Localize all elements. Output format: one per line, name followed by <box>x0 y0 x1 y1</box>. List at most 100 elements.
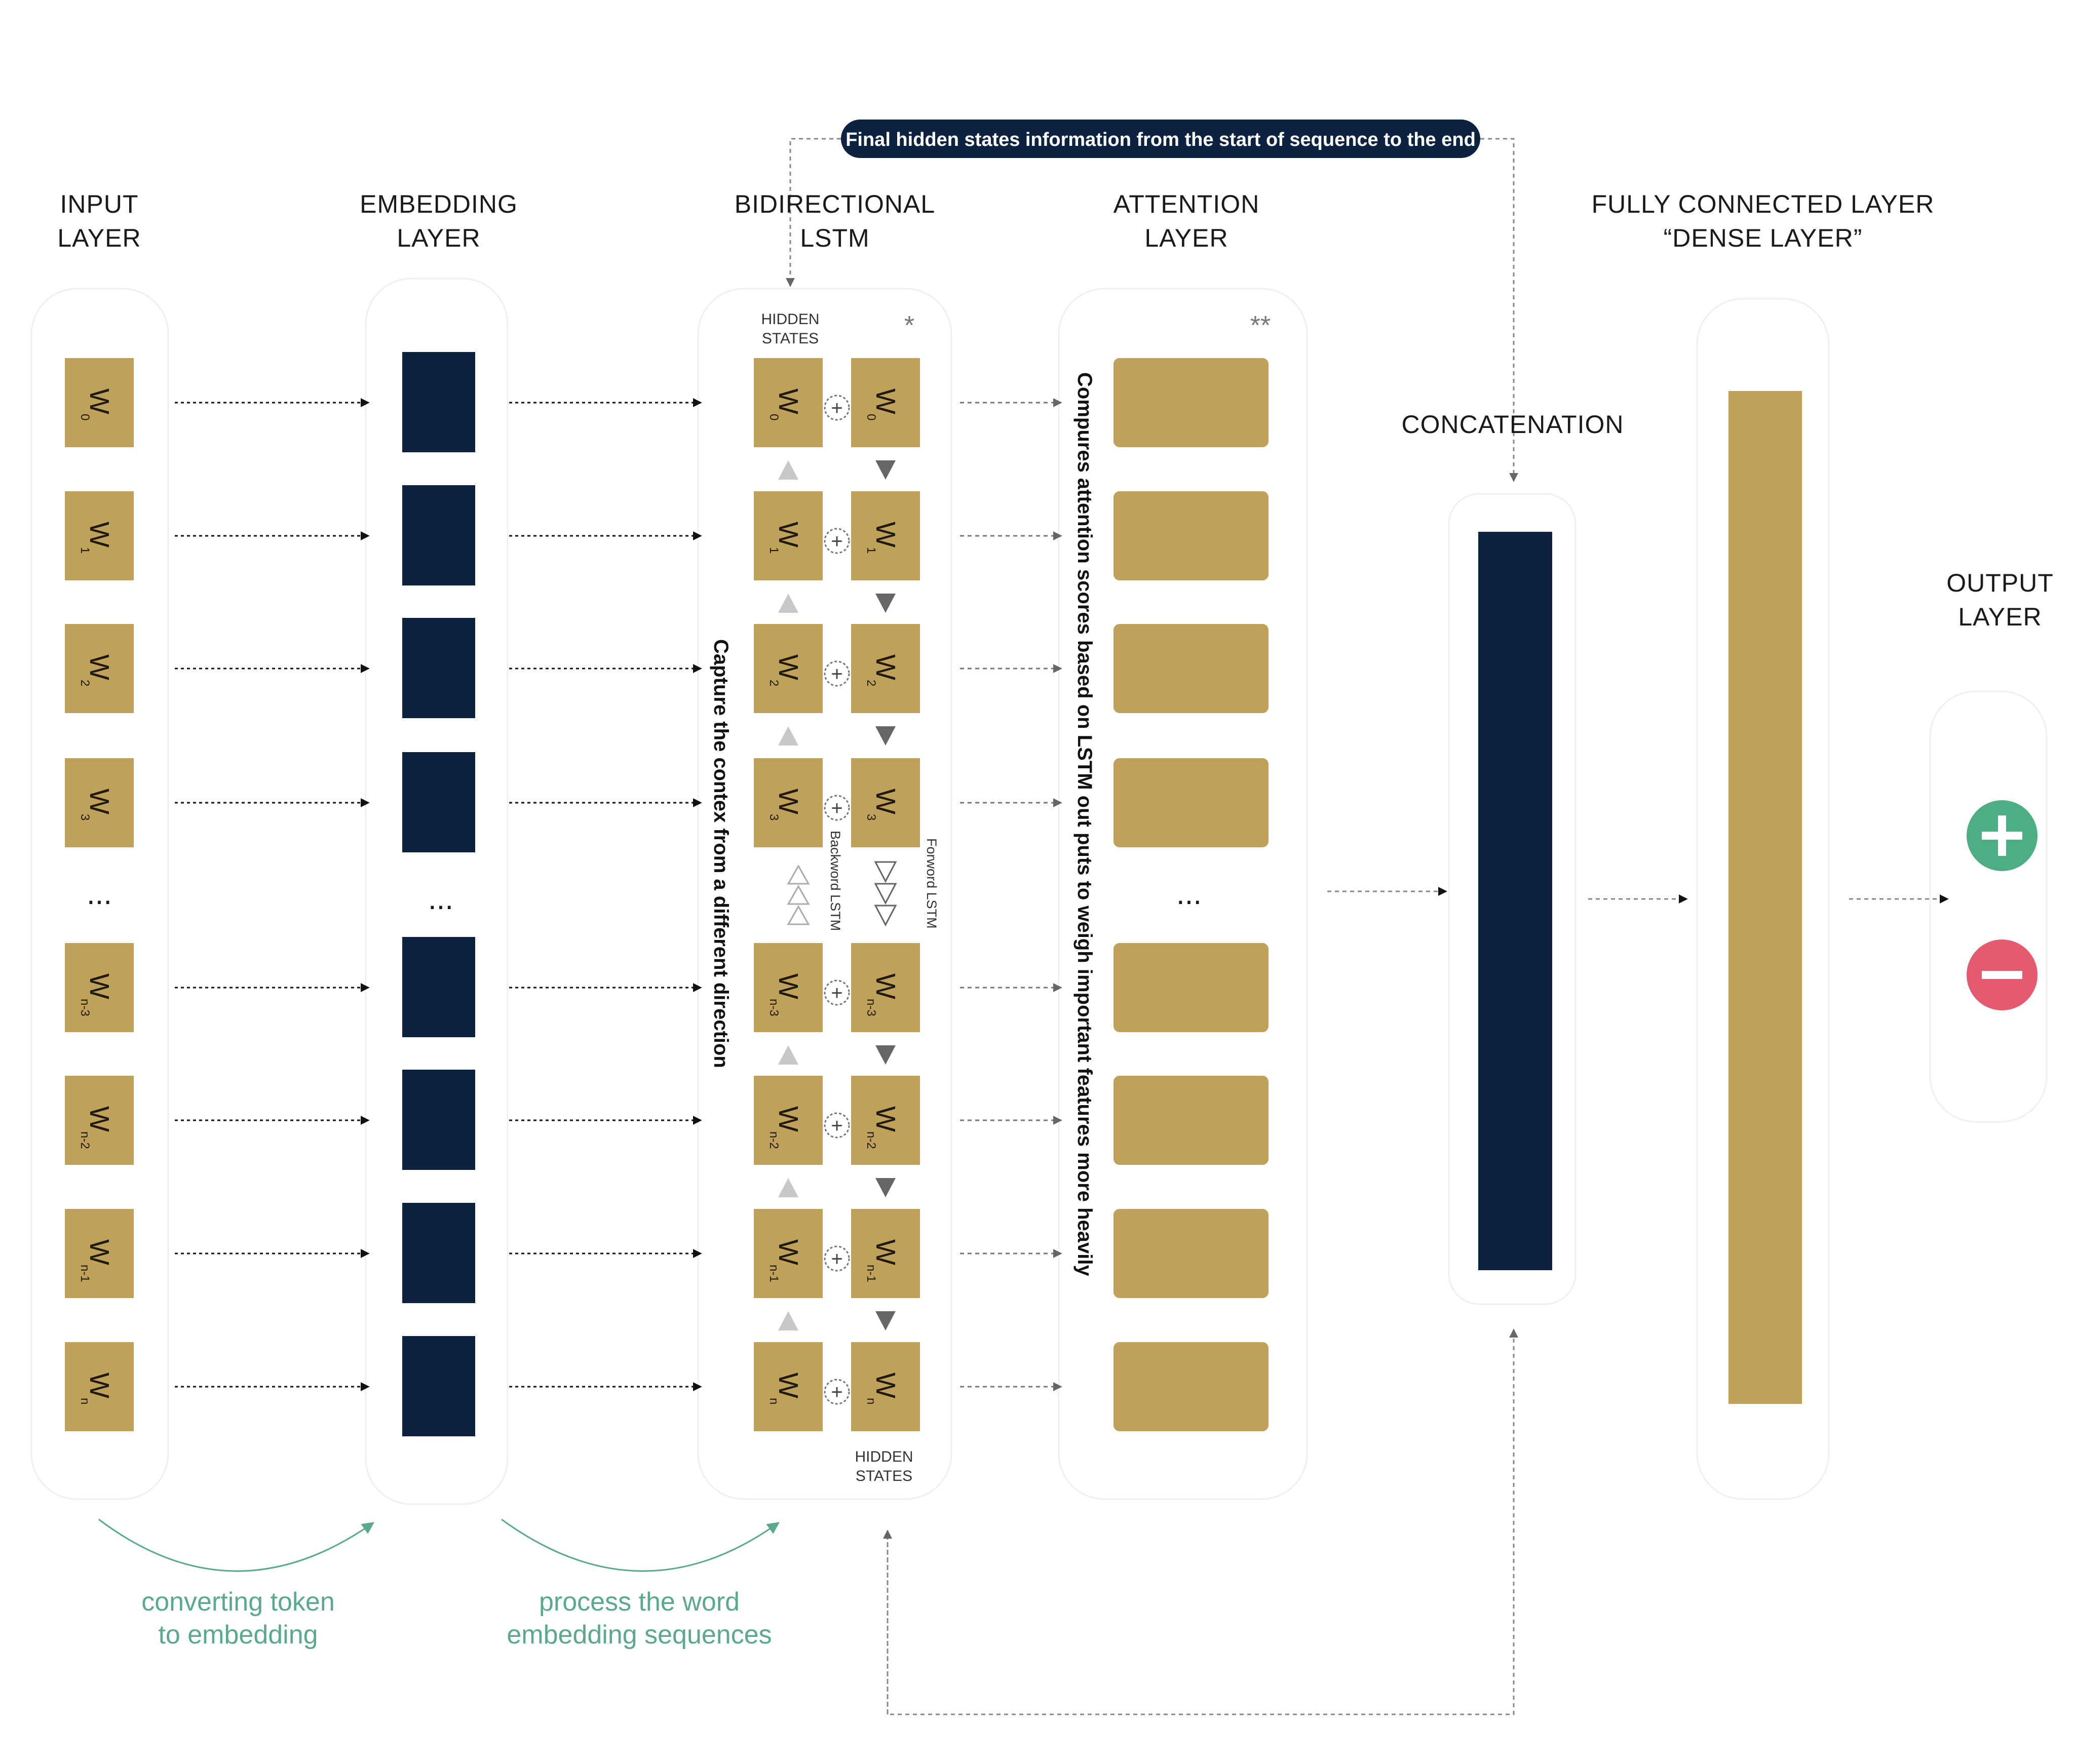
header-input-2: LAYER <box>57 224 141 252</box>
forward-lstm-3-box <box>851 758 920 847</box>
plus-circle-6 <box>824 1245 850 1272</box>
input-token-5-letter: W <box>84 1106 114 1132</box>
backward-lstm-label: Backword LSTM <box>828 831 843 931</box>
forward-lstm-6-letter: W <box>870 1239 901 1265</box>
forward-lstm-7-subscript: n <box>864 1398 878 1404</box>
forward-lstm-6-box <box>851 1209 920 1298</box>
forward-lstm-6-subscript: n-1 <box>864 1265 878 1282</box>
forward-arrow-0 <box>875 460 896 480</box>
plus-sign-4: + <box>831 982 842 1004</box>
forward-arrow-2 <box>875 726 896 746</box>
plus-sign-0: + <box>831 397 842 419</box>
embedding-block-6 <box>402 1203 475 1303</box>
plus-circle-7 <box>824 1379 850 1405</box>
input-token-7-subscript: n <box>78 1398 92 1404</box>
hidden-states-bottom-2: STATES <box>856 1468 912 1484</box>
plus-sign-1: + <box>831 530 842 553</box>
forward-lstm-4-box <box>851 943 920 1032</box>
plus-sign-6: + <box>831 1248 842 1270</box>
embedding-block-2 <box>402 618 475 718</box>
forward-lstm-label: Forword LSTM <box>924 838 939 929</box>
attention-block-1 <box>1113 491 1269 580</box>
backward-lstm-4-box <box>754 943 823 1032</box>
forward-lstm-1-letter: W <box>870 522 901 547</box>
plus-circle-1 <box>824 528 850 554</box>
forward-lstm-0-box <box>851 358 920 447</box>
input-token-1-letter: W <box>84 522 114 547</box>
note-token-embedding-2: to embedding <box>158 1620 318 1650</box>
backward-arrow-0 <box>778 460 798 480</box>
plus-circle-4 <box>824 979 850 1006</box>
backward-lstm-7-box <box>754 1342 823 1431</box>
input-token-3-box <box>65 758 134 847</box>
forward-arrow-5 <box>875 1178 896 1197</box>
embedding-block-4 <box>402 937 475 1037</box>
backward-lstm-3-subscript: 3 <box>767 814 781 820</box>
attention-block-5 <box>1113 1076 1269 1165</box>
backward-lstm-1-subscript: 1 <box>767 547 781 554</box>
backward-lstm-1-box <box>754 491 823 580</box>
forward-arrow-6 <box>875 1311 896 1330</box>
backward-lstm-7-letter: W <box>773 1373 803 1398</box>
input-token-6-subscript: n-1 <box>78 1265 92 1282</box>
output-panel <box>1929 690 2048 1123</box>
input-token-0-subscript: 0 <box>78 414 92 420</box>
attention-block-4 <box>1113 943 1269 1032</box>
input-token-2-subscript: 2 <box>78 680 92 686</box>
rows: W0W0W0+W1W1W1+W2W2W2+W3W3W3+Wn-3Wn-3Wn-3… <box>65 352 1269 1436</box>
input-token-4-letter: W <box>84 973 114 999</box>
embedding-block-7 <box>402 1336 475 1436</box>
attention-panel <box>1058 288 1308 1500</box>
banner-text: Final hidden states information from the… <box>846 129 1476 150</box>
concatenation-bar <box>1478 532 1552 1270</box>
backward-arrow-2 <box>778 726 798 746</box>
note-process-sequences-2: embedding sequences <box>507 1620 772 1650</box>
backward-hollow-arrows <box>787 864 810 925</box>
backward-lstm-5-letter: W <box>773 1106 803 1132</box>
backward-lstm-3-letter: W <box>773 789 803 814</box>
embedding-ellipsis: ... <box>428 882 453 916</box>
forward-lstm-7-box <box>851 1342 920 1431</box>
backward-lstm-2-box <box>754 624 823 713</box>
header-dense-1: FULLY CONNECTED LAYER <box>1592 190 1935 218</box>
forward-hollow-arrows <box>874 861 897 927</box>
forward-lstm-5-letter: W <box>870 1106 901 1132</box>
star-double: ** <box>1250 311 1271 340</box>
attention-description-text: Compures attention scores based on LSTM … <box>1073 372 1096 1276</box>
minus-icon <box>1982 971 2022 979</box>
backward-lstm-6-subscript: n-1 <box>767 1265 781 1282</box>
backward-lstm-1-letter: W <box>773 522 803 547</box>
embedding-block-1 <box>402 485 475 585</box>
backward-lstm-7-subscript: n <box>767 1398 781 1404</box>
forward-lstm-4-letter: W <box>870 973 901 999</box>
forward-lstm-4-subscript: n-3 <box>864 999 878 1016</box>
backward-lstm-2-subscript: 2 <box>767 680 781 686</box>
plus-sign-5: + <box>831 1115 842 1137</box>
header-concat: CONCATENATION <box>1402 410 1624 439</box>
header-attention-1: ATTENTION <box>1113 190 1260 218</box>
note-token-embedding-1: converting token <box>141 1587 335 1617</box>
backward-lstm-2-letter: W <box>773 654 803 680</box>
input-token-1-subscript: 1 <box>78 547 92 554</box>
forward-arrow-1 <box>875 594 896 613</box>
forward-lstm-7-letter: W <box>870 1373 901 1398</box>
embedding-block-5 <box>402 1070 475 1170</box>
forward-lstm-1-subscript: 1 <box>864 547 878 554</box>
input-token-4-subscript: n-3 <box>78 999 92 1016</box>
input-token-0-letter: W <box>84 388 114 414</box>
attention-ellipsis: ... <box>1176 877 1202 911</box>
embedding-block-3 <box>402 752 475 852</box>
input-token-6-box <box>65 1209 134 1298</box>
green-curve-2 <box>501 1518 780 1572</box>
forward-arrow-4 <box>875 1045 896 1065</box>
backward-lstm-6-box <box>754 1209 823 1298</box>
input-token-2-letter: W <box>84 654 114 680</box>
backward-lstm-5-box <box>754 1076 823 1165</box>
input-token-3-letter: W <box>84 789 114 814</box>
plus-sign-3: + <box>831 797 842 819</box>
plus-circle-5 <box>824 1112 850 1139</box>
forward-lstm-5-subscript: n-2 <box>864 1131 878 1149</box>
attention-block-6 <box>1113 1209 1269 1298</box>
input-panel <box>30 288 169 1500</box>
header-embedding-2: LAYER <box>397 224 480 252</box>
